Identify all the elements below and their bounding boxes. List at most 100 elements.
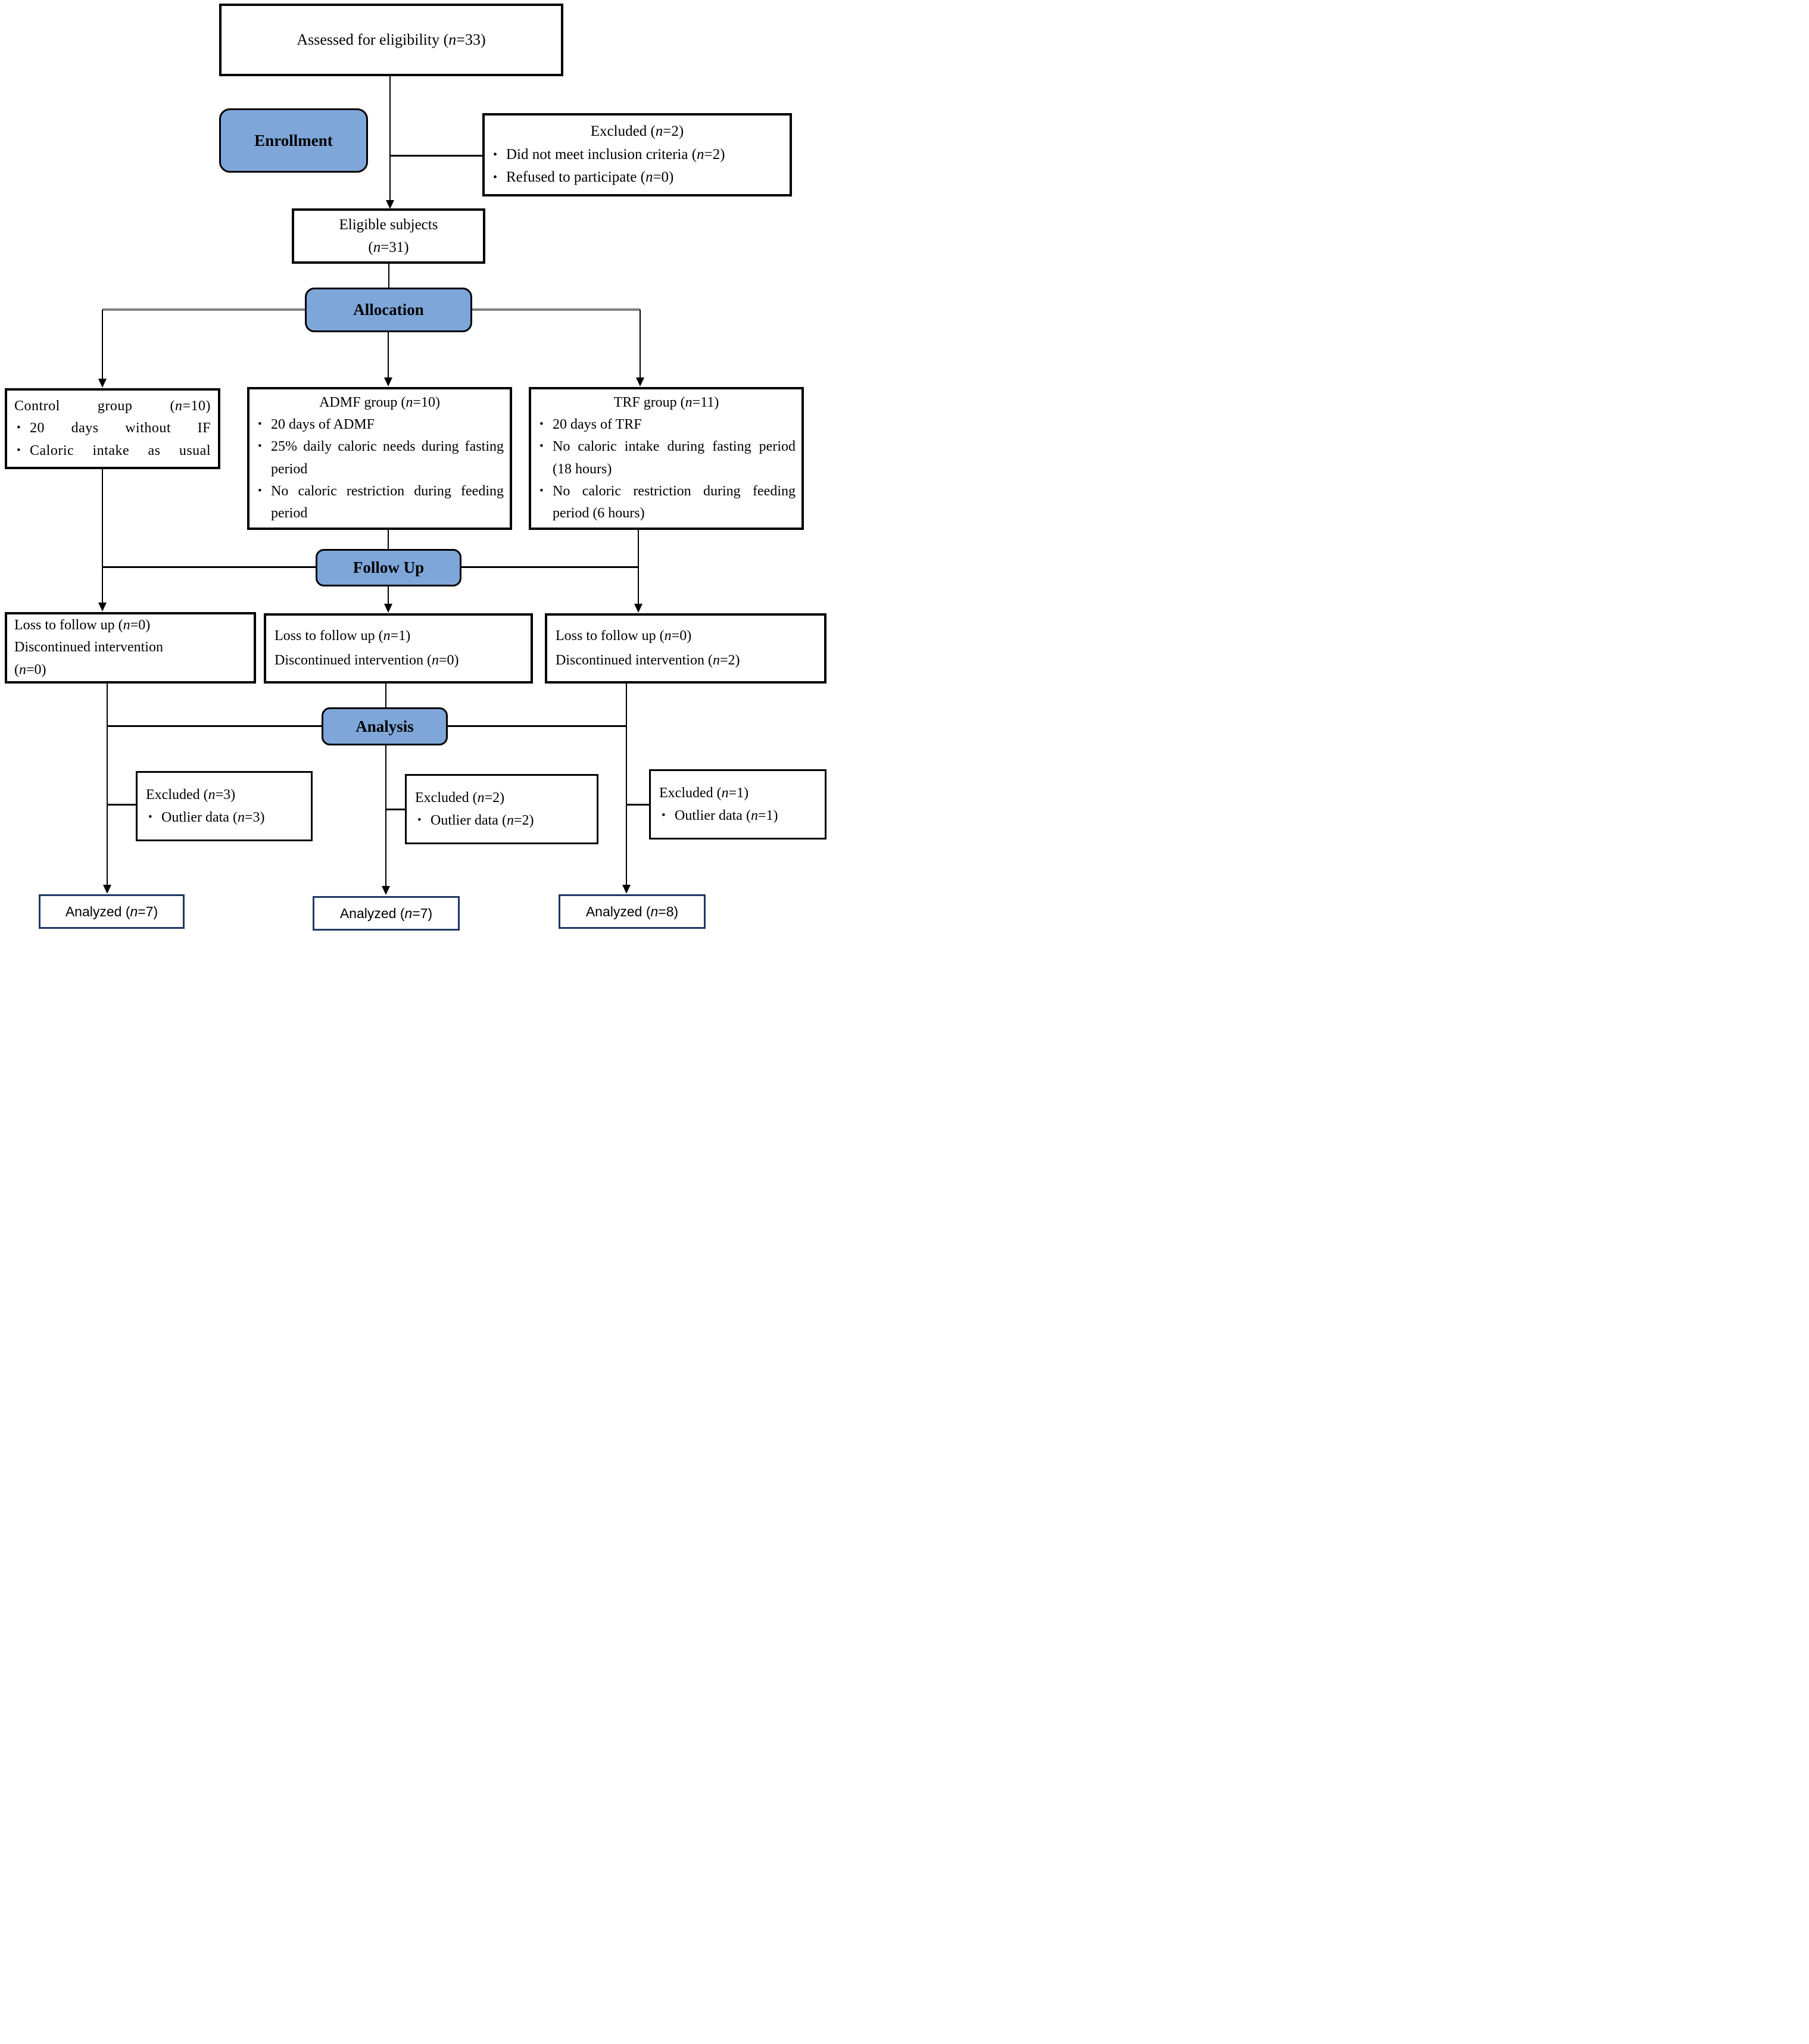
bullet-icon: • — [493, 148, 498, 161]
control-group-title: Control group (n=10) — [14, 398, 211, 414]
eligible-box: Eligible subjects (n=31) — [292, 208, 485, 264]
connector-allocation-to-trf — [640, 310, 641, 379]
arrowhead-into-analyzed-admf — [382, 886, 390, 895]
followup-label: Follow Up — [353, 558, 425, 576]
excluded-bullet: • Outlier data (n=3) — [146, 807, 302, 829]
analysis-label: Analysis — [355, 717, 414, 735]
connector-allocation-to-control — [102, 310, 103, 380]
analyzed-admf-box: Analyzed (n=7) — [313, 896, 460, 931]
stub-to-excluded-trf — [626, 804, 649, 806]
bullet-icon: • — [539, 418, 544, 431]
loss-line: Loss to follow up (n=0) — [556, 628, 692, 644]
allocation-branch-line-left — [102, 308, 305, 311]
eligible-line1: Eligible subjects — [339, 217, 438, 233]
bullet-icon: • — [17, 444, 21, 457]
analyzed-text: Analyzed (n=7) — [339, 905, 433, 921]
connector-loss-trf-to-analyzed — [626, 684, 627, 886]
trf-bullet: • 20 days of TRF — [537, 414, 796, 436]
followup-branch-line-left — [102, 566, 316, 568]
excluded-bullet: • Outlier data (n=2) — [415, 810, 588, 832]
enrollment-stage-box: Enrollment — [219, 108, 368, 173]
bullet-icon: • — [17, 422, 21, 435]
arrowhead-into-eligible — [386, 200, 394, 209]
bullet-text: 25% daily caloric needs during fasting p… — [271, 439, 504, 477]
bullet-icon: • — [148, 810, 152, 823]
bullet-text: No caloric restriction during feeding pe… — [271, 483, 504, 521]
connector-loss-admf-to-analysis — [385, 684, 386, 707]
bullet-icon: • — [417, 813, 422, 826]
arrowhead-into-analyzed-control — [103, 885, 111, 894]
analysis-stage-box: Analysis — [322, 707, 448, 745]
loss-line: Loss to follow up (n=0) — [14, 617, 151, 634]
loss-line: Discontinued intervention (n=0) — [275, 653, 459, 668]
analyzed-control-box: Analyzed (n=7) — [39, 894, 185, 929]
bullet-text: Outlier data (n=1) — [675, 807, 778, 823]
control-bullet: • 20 days without IF — [14, 417, 211, 439]
connector-followup-to-loss-admf — [388, 586, 389, 605]
admf-bullet: • 25% daily caloric needs during fasting… — [255, 436, 504, 480]
trf-group-box: TRF group (n=11) • 20 days of TRF • No c… — [529, 387, 804, 530]
connector-analysis-to-analyzed-admf — [385, 745, 386, 887]
excluded-title: Excluded (n=1) — [659, 785, 749, 801]
excluded-title: Excluded (n=2) — [415, 790, 505, 806]
bullet-text: 20 days of ADMF — [271, 417, 375, 433]
excluded-admf-box: Excluded (n=2) • Outlier data (n=2) — [405, 774, 598, 844]
control-bullet: • Caloric intake as usual — [14, 440, 211, 462]
trf-bullet: • No caloric intake during fasting perio… — [537, 436, 796, 480]
analysis-branch-line-left — [107, 725, 322, 727]
excluded-enrollment-box: Excluded (n=2) • Did not meet inclusion … — [482, 113, 792, 196]
connector-eligible-to-allocation — [388, 264, 389, 289]
arrowhead-into-admf — [384, 377, 392, 386]
analysis-branch-line-right — [448, 725, 627, 727]
excluded-title: Excluded (n=3) — [146, 787, 236, 803]
admf-bullet: • 20 days of ADMF — [255, 414, 504, 436]
followup-branch-line-right — [461, 566, 639, 568]
bullet-text: Outlier data (n=2) — [431, 812, 534, 828]
allocation-stage-box: Allocation — [305, 288, 472, 332]
allocation-branch-line-right — [472, 308, 640, 311]
loss-line: Discontinued intervention (n=2) — [556, 653, 740, 668]
loss-control-box: Loss to follow up (n=0) Discontinued int… — [5, 612, 256, 684]
bullet-icon: • — [539, 484, 544, 497]
followup-stage-box: Follow Up — [316, 549, 461, 586]
consort-flow-diagram: Assessed for eligibility (n=33) Enrollme… — [0, 0, 834, 942]
loss-line: Discontinued intervention — [14, 639, 163, 656]
arrowhead-into-control — [98, 379, 107, 388]
admf-group-title: ADMF group (n=10) — [319, 395, 440, 410]
bullet-icon: • — [258, 484, 262, 497]
bullet-icon: • — [539, 440, 544, 453]
stub-to-excluded-admf — [385, 809, 405, 810]
arrowhead-into-loss-control — [98, 603, 107, 611]
bullet-text: No caloric intake during fasting period … — [553, 439, 796, 477]
bullet-icon: • — [258, 418, 262, 431]
connector-admf-to-followup — [388, 530, 389, 549]
excluded-trf-box: Excluded (n=1) • Outlier data (n=1) — [649, 769, 826, 840]
bullet-icon: • — [662, 809, 666, 822]
connector-loss-control-to-analyzed — [107, 684, 108, 886]
stub-to-excluded-control — [107, 804, 136, 806]
enrollment-label: Enrollment — [254, 131, 333, 149]
arrowhead-into-loss-trf — [634, 604, 642, 613]
excluded-enrollment-bullet: • Refused to participate (n=0) — [491, 166, 784, 189]
bullet-text: No caloric restriction during feeding pe… — [553, 483, 796, 521]
allocation-label: Allocation — [353, 301, 424, 319]
analyzed-text: Analyzed (n=8) — [585, 903, 679, 919]
arrowhead-into-analyzed-trf — [622, 885, 631, 894]
bullet-text: Refused to participate (n=0) — [506, 169, 674, 186]
loss-line: Loss to follow up (n=1) — [275, 628, 411, 644]
assessed-box: Assessed for eligibility (n=33) — [219, 4, 563, 76]
arrowhead-into-loss-admf — [384, 604, 392, 613]
loss-line: (n=0) — [14, 661, 46, 678]
bullet-text: 20 days of TRF — [553, 417, 642, 433]
excluded-control-box: Excluded (n=3) • Outlier data (n=3) — [136, 771, 313, 841]
analyzed-trf-box: Analyzed (n=8) — [559, 894, 706, 929]
loss-admf-box: Loss to follow up (n=1) Discontinued int… — [264, 613, 533, 684]
connector-control-to-loss — [102, 469, 103, 604]
connector-assessed-to-eligible — [389, 76, 391, 204]
admf-group-box: ADMF group (n=10) • 20 days of ADMF • 25… — [247, 387, 512, 530]
arrowhead-into-trf — [636, 377, 644, 386]
control-group-box: Control group (n=10) • 20 days without I… — [5, 388, 220, 469]
analyzed-text: Analyzed (n=7) — [65, 903, 158, 919]
trf-bullet: • No caloric restriction during feeding … — [537, 480, 796, 525]
excluded-enrollment-title: Excluded (n=2) — [590, 123, 684, 139]
